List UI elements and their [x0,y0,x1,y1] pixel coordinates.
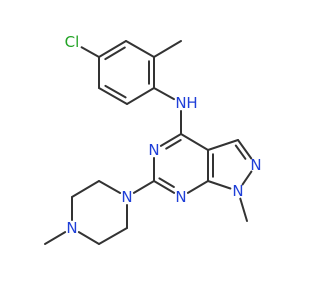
atom-h-nh: H [186,94,197,112]
atom-label-npip2: N [66,219,77,237]
bond-n4-n5 [241,170,253,186]
atom-label-n4: N [250,156,261,174]
atom-label-cl: Cl [65,33,80,51]
bond-n5-c9 [207,180,232,190]
bond-c1-c2 [98,40,127,58]
bond-c2-c3 [125,40,155,58]
atom-label-n5: N [232,182,243,200]
bond-c10-c11 [207,139,239,151]
bond-c4-nh [153,87,175,101]
atom-label-n3: N [175,188,186,206]
bond-c8-n3 [153,180,176,194]
bond-p1-p2 [98,227,128,245]
bond-c7-n2-inner [165,139,182,150]
bond-c3-me1 [153,40,182,58]
bond-c4-c5 [126,87,155,105]
atom-label-n2: N [148,141,159,159]
bond-cl-c1 [80,46,100,58]
bond-n5-me2 [239,197,248,222]
bond-c8-n3-inner [158,177,175,188]
bond-c11-n4-inner [234,144,247,160]
atom-label-nh: N [175,94,186,112]
bond-c5-c6 [98,87,128,105]
atom-label-npip1: N [121,188,132,206]
bond-c8-npip1 [132,180,155,194]
bond-c10-c7 [180,133,209,151]
bond-layer [44,40,253,245]
bond-npip2-me3 [44,231,67,245]
bond-c5-c6-inner [104,84,127,99]
bond-p2-npip2 [77,231,100,245]
bond-c11-n4 [237,139,253,160]
bond-c1-c2-inner [104,46,126,61]
bond-p4-npip1 [98,180,122,194]
bond-c7-n2 [159,133,182,147]
bond-n3-c9 [186,180,209,194]
bond-p3-p4 [71,180,100,198]
